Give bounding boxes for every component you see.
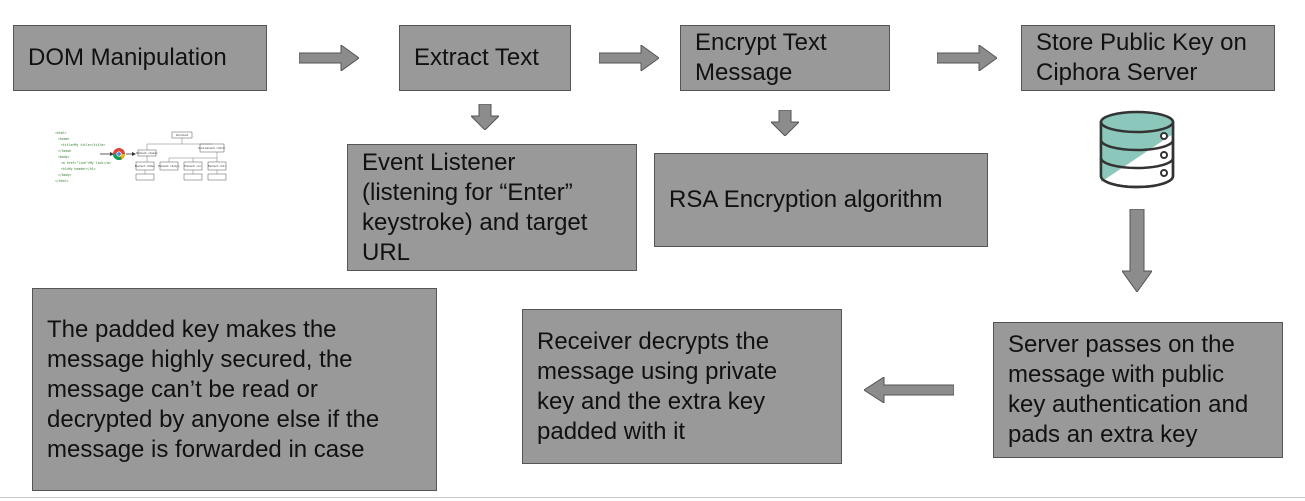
dom-tree-node: Element: <a> <box>185 165 202 168</box>
dom-tree-node: Element: <title> <box>135 165 155 168</box>
dom-code-line: </head> <box>58 149 72 153</box>
dom-tree-node: Element: <head> <box>136 152 157 155</box>
dom-code-line: <head> <box>58 137 70 141</box>
dom-tree-root: Document <box>176 134 188 137</box>
right-arrow-icon <box>299 45 359 71</box>
dom-code-line: <a href="link">My link</a> <box>61 161 111 165</box>
node-receiver-decrypts: Receiver decrypts the message using priv… <box>522 309 842 464</box>
down-arrow-icon <box>1122 209 1152 292</box>
dom-tree-node: Element: <body> <box>158 165 179 168</box>
dom-tree-node: Element: <h1> <box>208 165 227 168</box>
node-encrypt-text: Encrypt Text Message <box>680 25 890 91</box>
node-server-passes: Server passes on the message with public… <box>993 322 1283 458</box>
left-arrow-icon <box>864 377 954 403</box>
right-arrow-icon <box>937 45 997 71</box>
dom-code-line: <title>My title</title> <box>61 143 105 147</box>
node-rsa-algorithm: RSA Encryption algorithm <box>654 153 988 247</box>
dom-code-line: <body> <box>58 155 70 159</box>
down-arrow-icon <box>471 104 499 130</box>
right-arrow-icon <box>599 45 659 71</box>
dom-code-line: <html> <box>55 131 67 135</box>
dom-code-line: <h1>My header</h1> <box>61 167 96 171</box>
node-event-listener: Event Listener (listening for “Enter” ke… <box>347 144 637 271</box>
dom-code-line: </html> <box>55 179 69 183</box>
dom-code-line: </body> <box>58 173 72 177</box>
node-extract-text: Extract Text <box>399 25 571 91</box>
bottom-divider <box>0 497 1305 498</box>
down-arrow-icon <box>771 110 799 136</box>
node-dom-manipulation: DOM Manipulation <box>13 25 267 91</box>
dom-tree-illustration: <html> <head> <title>My title</title> </… <box>55 131 227 183</box>
node-store-public-key: Store Public Key on Ciphora Server <box>1021 25 1275 91</box>
node-padded-key-note: The padded key makes the message highly … <box>32 288 437 491</box>
database-icon <box>1099 110 1175 189</box>
dom-tree-node: Root element: <html> <box>198 147 225 150</box>
chrome-icon <box>113 148 126 161</box>
